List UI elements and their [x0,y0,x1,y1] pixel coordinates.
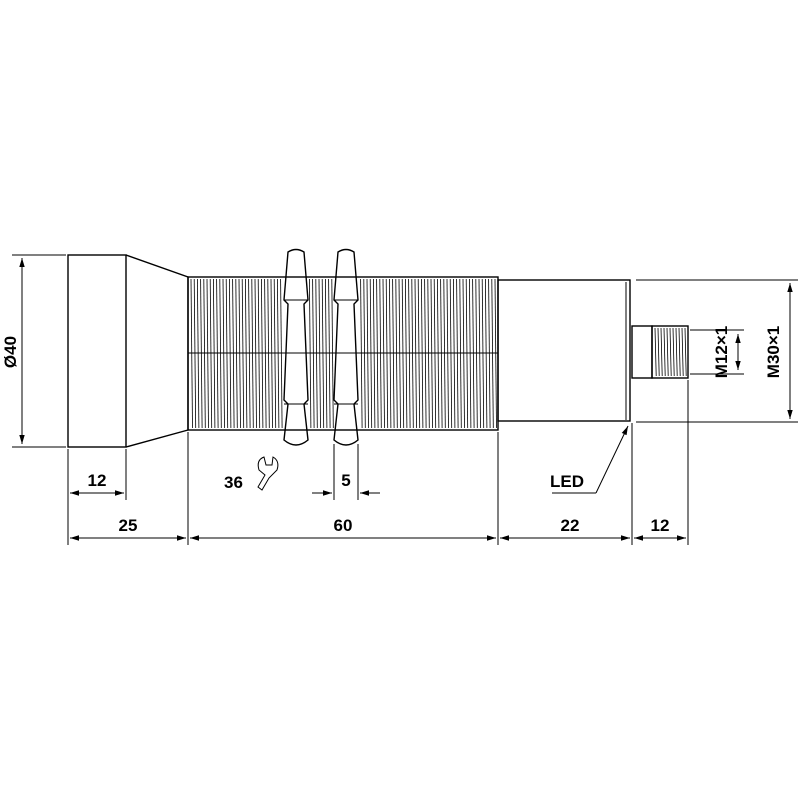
dim-housing-length-label: 22 [561,516,580,535]
dim-thread-length-label: 60 [334,516,353,535]
dim-connector-thread: M12×1 [690,326,744,378]
wrench-size-label: 36 [224,473,243,492]
connector [631,325,689,379]
dim-nut-thickness: 5 [312,444,380,500]
dim-chain-bottom: 25 60 22 12 [70,380,689,545]
dim-lens-front: 12 [67,449,127,545]
lens-front [67,254,127,448]
nut-left [283,248,309,446]
dim-body-thread: M30×1 [636,279,798,423]
lens-cone [125,254,189,448]
threaded-body [187,276,499,431]
dim-lens-front-label: 12 [88,471,107,490]
dim-nut-thickness-label: 5 [341,471,350,490]
dim-lens-diameter: Ø40 [1,336,20,368]
dim-connector-thread-label: M12×1 [712,326,731,378]
led-callout: LED [550,425,629,494]
dim-lens-total-label: 25 [119,516,138,535]
nut-right [333,248,359,446]
dim-connector-length-label: 12 [651,516,670,535]
wrench-icon [257,456,279,491]
wrench-size: 36 [224,456,279,492]
housing [497,279,631,422]
dim-body-thread-label: M30×1 [764,326,783,378]
led-label: LED [550,472,584,491]
dim-diameter-40: Ø40 [1,254,66,448]
